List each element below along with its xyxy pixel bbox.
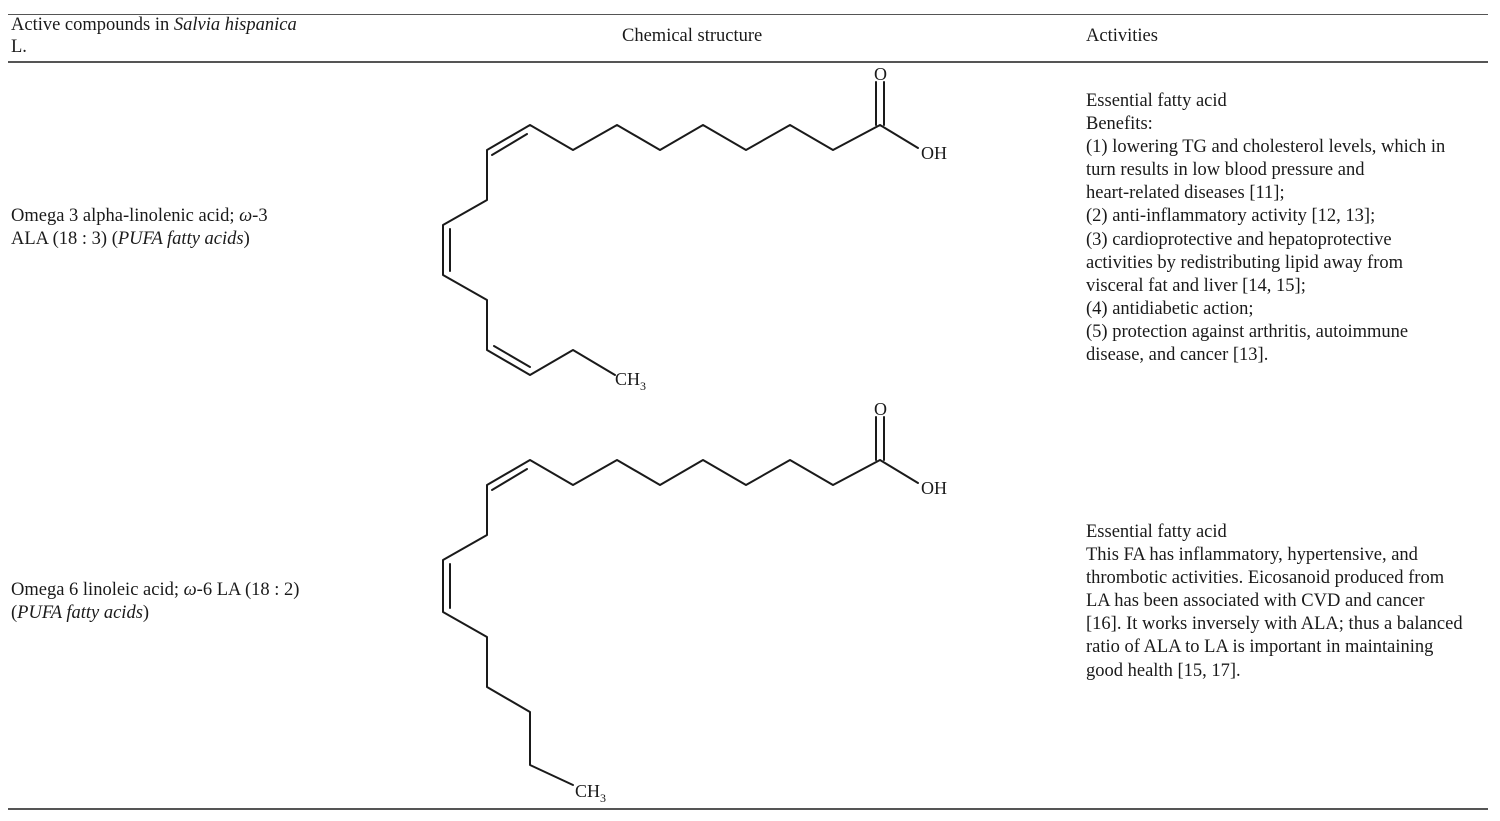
activity-line: Essential fatty acid xyxy=(1086,91,1227,111)
header-compounds: Active compounds in Salvia hispanica L. xyxy=(11,14,297,58)
table-header-rule xyxy=(8,61,1488,63)
activity-line: (4) antidiabetic action; xyxy=(1086,298,1254,319)
activity-line: thrombotic activities. Eicosanoid produc… xyxy=(1086,568,1445,589)
activity-line: disease, and cancer [13]. xyxy=(1086,345,1269,366)
activity-line: LA has been associated with CVD and canc… xyxy=(1086,591,1425,612)
activity-line: (3) cardioprotective and hepatoprotectiv… xyxy=(1086,229,1392,250)
header-compounds-species: Salvia hispanica xyxy=(173,15,297,35)
activity-line: (2) anti-inflammatory activity [12, 13]; xyxy=(1086,206,1376,227)
activity-line: heart-related diseases [11]; xyxy=(1086,183,1285,204)
row-2-compound-open: ( xyxy=(11,603,18,623)
la-double-bond-2 xyxy=(491,468,528,491)
header-compounds-suffix: L. xyxy=(11,37,27,57)
ala-structure: O OH CH3 xyxy=(442,64,947,393)
la-carbon-chain xyxy=(442,459,919,786)
table-top-rule xyxy=(8,14,1488,15)
header-compounds-prefix: Active compounds in xyxy=(11,15,174,35)
row-2-omega: ω xyxy=(183,580,197,600)
ala-double-bond-3 xyxy=(491,133,528,156)
activity-line: turn results in low blood pressure and xyxy=(1086,160,1365,181)
la-methyl-label: CH3 xyxy=(575,781,606,805)
row-2-compound: Omega 6 linoleic acid; ω-6 LA (18 : 2) (… xyxy=(11,579,299,625)
activity-line: Essential fatty acid xyxy=(1086,522,1227,542)
header-activities: Activities xyxy=(1086,26,1158,46)
header-structure: Chemical structure xyxy=(622,26,763,46)
ala-oxygen-label: O xyxy=(874,64,887,84)
activity-line: good health [15, 17]. xyxy=(1086,660,1241,681)
activity-line: This FA has inflammatory, hypertensive, … xyxy=(1086,545,1418,566)
row-1-compound-name: Omega 3 alpha-linolenic acid; xyxy=(11,206,240,226)
row-2-compound-class: PUFA fatty acids xyxy=(17,603,143,623)
table-bottom-rule xyxy=(8,808,1488,810)
ala-methyl-label: CH3 xyxy=(615,369,646,393)
row-2-compound-name: Omega 6 linoleic acid; xyxy=(11,580,184,600)
row-2-activities: Essential fatty acid This FA has inflamm… xyxy=(1086,521,1486,683)
row-1-compound-close: ) xyxy=(243,229,250,249)
row-1-compound-code: ALA (18 : 3) ( xyxy=(11,229,118,249)
la-hydroxyl-label: OH xyxy=(921,478,947,498)
row-1-activities: Essential fatty acid Benefits: (1) lower… xyxy=(1086,90,1486,367)
activity-line: visceral fat and liver [14, 15]; xyxy=(1086,275,1306,296)
activity-line: (5) protection against arthritis, autoim… xyxy=(1086,321,1409,342)
row-2-omega-number: -6 LA (18 : 2) xyxy=(196,580,300,600)
la-structure: O OH CH3 xyxy=(442,399,947,805)
row-1-omega: ω xyxy=(239,206,253,226)
ala-double-bond-1 xyxy=(493,345,531,368)
row-1-omega-number: -3 xyxy=(252,206,268,226)
activity-line: activities by redistributing lipid away … xyxy=(1086,252,1404,273)
activity-line: [16]. It works inversely with ALA; thus … xyxy=(1086,614,1463,635)
ala-hydroxyl-label: OH xyxy=(921,143,947,163)
activity-line: Benefits: xyxy=(1086,114,1153,135)
row-1-compound-class: PUFA fatty acids xyxy=(117,229,244,249)
activity-line: (1) lowering TG and cholesterol levels, … xyxy=(1086,137,1446,158)
row-1-compound: Omega 3 alpha-linolenic acid; ω-3 ALA (1… xyxy=(11,205,268,251)
activity-line: ratio of ALA to LA is important in maint… xyxy=(1086,637,1434,658)
la-oxygen-label: O xyxy=(874,399,887,419)
ala-carbon-chain xyxy=(442,124,919,376)
row-2-compound-close: ) xyxy=(142,603,150,623)
